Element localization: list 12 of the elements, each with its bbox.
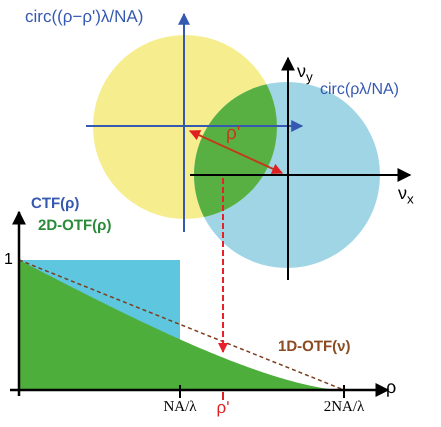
curve-label: CTF(ρ) xyxy=(31,196,80,211)
tick-label: 1 xyxy=(4,252,13,268)
tick-label: NA/λ xyxy=(163,400,197,415)
axis-label: circ(ρλ/NA) xyxy=(320,82,400,98)
tick-label: ρ' xyxy=(216,399,230,416)
distance-label: ρ' xyxy=(226,124,240,143)
axis-label: ν$_{y}$ xyxy=(297,62,313,84)
curve-label: 2D-OTF(ρ) xyxy=(38,218,112,233)
axis-label: circ((ρ−ρ')λ/NA) xyxy=(25,8,144,25)
tick-label: 2NA/λ xyxy=(324,400,364,415)
curve-label: 1D-OTF(ν) xyxy=(278,339,350,354)
axis-label: ν$_{x}$ xyxy=(398,184,414,206)
